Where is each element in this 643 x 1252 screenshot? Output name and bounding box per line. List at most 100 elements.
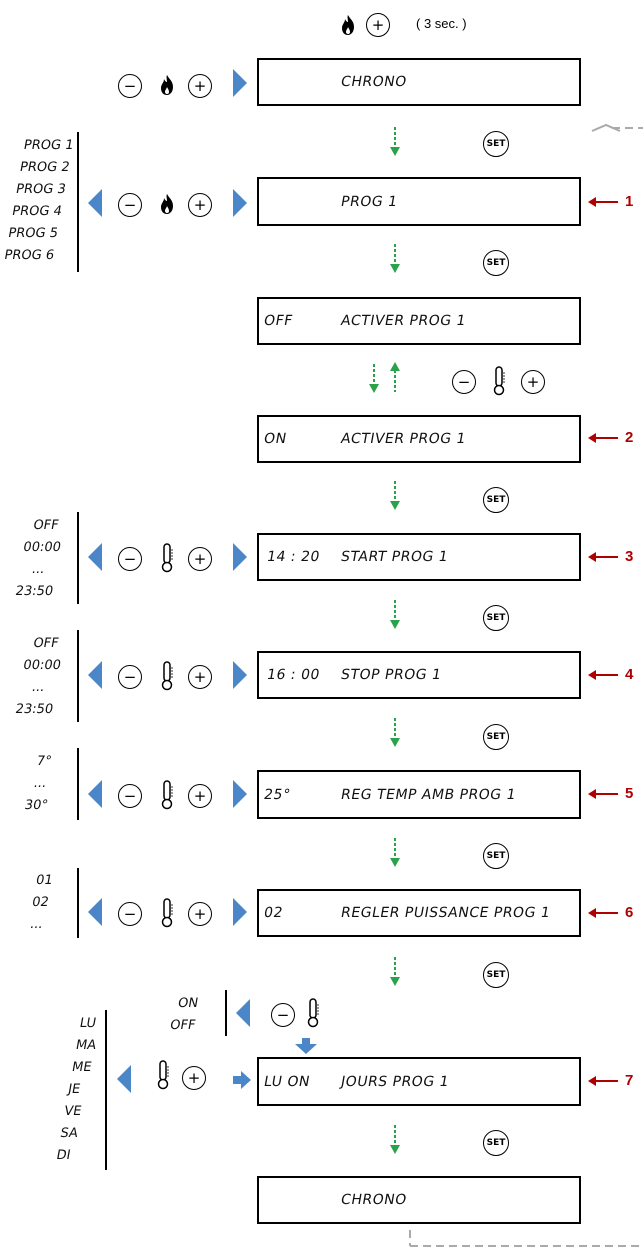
blue-left-arrow-icon xyxy=(88,189,102,217)
blue-right-arrow-icon xyxy=(233,661,247,689)
screen-power: 02 REGLER PUISSANCE PROG 1 xyxy=(257,889,581,937)
green-down-arrow-icon xyxy=(390,244,400,273)
green-down-arrow-icon xyxy=(390,957,400,986)
plus-button[interactable]: + xyxy=(188,665,212,689)
list-item: ON xyxy=(176,996,200,1011)
list-item: PROG 6 xyxy=(3,248,56,263)
screen-prog: PROG 1 xyxy=(257,177,581,226)
blue-left-arrow-icon xyxy=(88,898,102,926)
divider xyxy=(77,748,79,820)
list-item: LU xyxy=(78,1016,98,1031)
thermometer-icon xyxy=(493,366,505,396)
callout-number: 1 xyxy=(625,193,634,210)
green-down-arrow-icon xyxy=(390,481,400,510)
list-item: 30° xyxy=(23,798,50,813)
minus-button[interactable]: − xyxy=(118,902,142,926)
plus-button[interactable]: + xyxy=(188,193,212,217)
list-item: SA xyxy=(59,1126,80,1141)
dark-red-arrow-icon xyxy=(588,552,618,562)
set-button[interactable]: SET xyxy=(483,1130,509,1156)
list-item: PROG 4 xyxy=(10,204,64,219)
divider xyxy=(225,990,227,1036)
list-item: 23:50 xyxy=(14,584,55,599)
minus-button[interactable]: − xyxy=(118,784,142,808)
set-button[interactable]: SET xyxy=(483,962,509,988)
list-item: JE xyxy=(66,1082,82,1097)
flame-icon xyxy=(161,194,173,214)
blue-right-arrow-icon xyxy=(233,780,247,808)
set-button[interactable]: SET xyxy=(483,724,509,750)
list-item: VE xyxy=(62,1104,83,1119)
minus-button[interactable]: − xyxy=(118,547,142,571)
list-item: ... xyxy=(32,776,48,791)
flame-icon xyxy=(161,75,173,95)
blue-left-arrow-icon xyxy=(88,543,102,571)
dark-red-arrow-icon xyxy=(588,908,618,918)
dark-red-arrow-icon xyxy=(588,789,618,799)
list-item: ME xyxy=(70,1060,93,1075)
thermometer-icon xyxy=(161,543,173,573)
dark-red-arrow-icon xyxy=(588,433,618,443)
set-button[interactable]: SET xyxy=(483,487,509,513)
blue-left-arrow-icon xyxy=(236,999,250,1027)
plus-button[interactable]: + xyxy=(366,13,390,37)
list-item: 02 xyxy=(30,895,50,910)
list-item: OFF xyxy=(168,1018,197,1033)
green-down-arrow-icon xyxy=(369,364,379,393)
list-item: 23:50 xyxy=(14,702,55,717)
callout-number: 2 xyxy=(625,429,634,446)
plus-button[interactable]: + xyxy=(188,547,212,571)
flame-icon xyxy=(342,15,354,35)
divider xyxy=(77,132,79,272)
blue-right-arrow-icon xyxy=(233,69,247,97)
screen-activer-on: ON ACTIVER PROG 1 xyxy=(257,415,581,463)
callout-number: 6 xyxy=(625,904,634,921)
set-button[interactable]: SET xyxy=(483,131,509,157)
callout-number: 3 xyxy=(625,548,634,565)
green-down-arrow-icon xyxy=(390,718,400,747)
blue-right-arrow-icon xyxy=(233,189,247,217)
blue-down-arrow-icon xyxy=(295,1038,317,1054)
set-button[interactable]: SET xyxy=(483,843,509,869)
list-item: OFF xyxy=(31,636,60,651)
minus-button[interactable]: − xyxy=(118,74,142,98)
list-item: MA xyxy=(74,1038,98,1053)
green-down-arrow-icon xyxy=(390,1125,400,1154)
plus-button[interactable]: + xyxy=(188,902,212,926)
screen-chrono-end: CHRONO xyxy=(257,1176,581,1224)
divider xyxy=(77,868,79,938)
screen-activer-off: OFF ACTIVER PROG 1 xyxy=(257,297,581,345)
callout-number: 5 xyxy=(625,785,634,802)
list-item: PROG 2 xyxy=(18,160,71,175)
minus-button[interactable]: − xyxy=(271,1003,295,1027)
screen-chrono: CHRONO xyxy=(257,58,581,106)
minus-button[interactable]: − xyxy=(118,193,142,217)
callout-number: 4 xyxy=(625,666,634,683)
plus-button[interactable]: + xyxy=(188,784,212,808)
thermometer-icon xyxy=(161,898,173,928)
screen-jours: LU ON JOURS PROG 1 xyxy=(257,1057,581,1106)
screen-temp: 25° REG TEMP AMB PROG 1 xyxy=(257,770,581,819)
green-down-arrow-icon xyxy=(390,838,400,867)
thermometer-icon xyxy=(307,998,319,1028)
list-item: 01 xyxy=(34,873,54,888)
list-item: ... xyxy=(30,562,46,577)
list-item: OFF xyxy=(31,518,60,533)
list-item: PROG 1 xyxy=(22,138,75,153)
minus-button[interactable]: − xyxy=(452,370,476,394)
minus-button[interactable]: − xyxy=(118,665,142,689)
list-item: 7° xyxy=(35,754,53,769)
plus-button[interactable]: + xyxy=(188,74,212,98)
list-item: 00:00 xyxy=(21,658,63,673)
divider xyxy=(77,630,79,722)
list-item: DI xyxy=(55,1148,72,1163)
set-button[interactable]: SET xyxy=(483,250,509,276)
list-item: ... xyxy=(28,917,44,932)
dark-red-arrow-icon xyxy=(588,197,618,207)
set-button[interactable]: SET xyxy=(483,605,509,631)
plus-button[interactable]: + xyxy=(521,370,545,394)
screen-stop: 16 : 00 STOP PROG 1 xyxy=(257,651,581,699)
plus-button[interactable]: + xyxy=(182,1066,206,1090)
blue-left-arrow-icon xyxy=(88,780,102,808)
